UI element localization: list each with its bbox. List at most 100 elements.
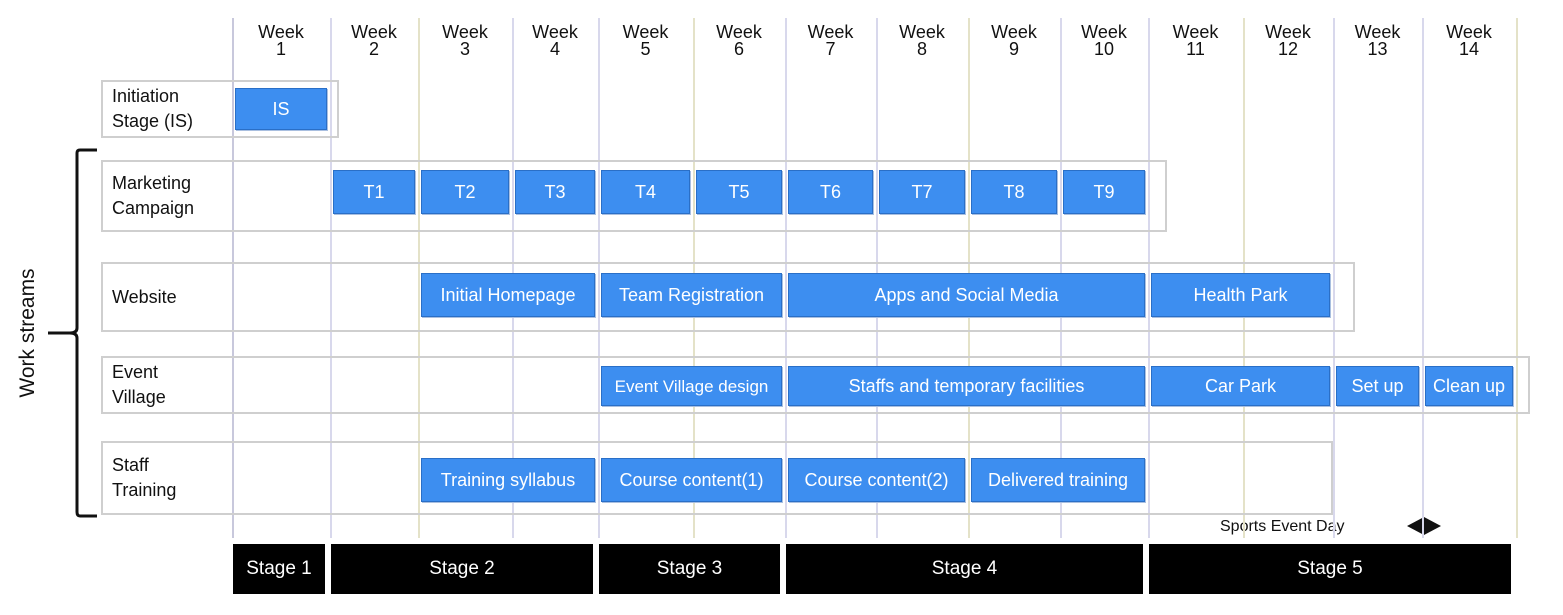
task-bar: T7 [879,170,965,214]
week-header-number: 7 [825,39,836,59]
week-header-number: 4 [549,39,560,59]
stage-bar: Stage 4 [786,544,1143,594]
week-header-word: Week [351,22,397,42]
task-bar: T4 [601,170,690,214]
week-header-number: 1 [275,39,286,59]
week-gridline [418,18,420,538]
task-bar: Clean up [1425,366,1513,406]
sports-event-day-label: Sports Event Day [1220,518,1345,535]
week-header-word: Week [716,22,762,42]
stage-bar: Stage 3 [599,544,780,594]
task-bar: Set up [1336,366,1419,406]
work-streams-label: Work streams [14,268,42,398]
week-gridline [1422,18,1424,538]
week-header-number: 2 [368,39,379,59]
week-header-word: Week [1354,22,1401,42]
week-header-number: 12 [1277,39,1299,59]
task-bar: Training syllabus [421,458,595,502]
week-header-number: 13 [1367,39,1388,59]
work-stream-row [101,356,1530,414]
week-header-word: Week [1172,22,1219,42]
work-stream-row [101,160,1167,232]
week-gridline [1516,18,1518,538]
week-header-word: Week [1265,22,1311,42]
week-header-word: Week [442,22,488,42]
task-bar: Delivered training [971,458,1145,502]
stage-bar: Stage 5 [1149,544,1511,594]
task-bar: Apps and Social Media [788,273,1145,317]
week-header-word: Week [258,22,304,42]
event-day-marker [1407,517,1441,535]
week-header-number: 11 [1186,39,1205,59]
task-bar: Initial Homepage [421,273,595,317]
week-header-number: 3 [459,39,470,59]
task-bar: Health Park [1151,273,1330,317]
task-bar: Staffs and temporary facilities [788,366,1145,406]
week-header-word: Week [1446,22,1492,42]
work-stream-row [101,441,1333,515]
week-header-word: Week [622,22,669,42]
week-header-number: 10 [1093,39,1115,59]
work-stream-label-line: Village [112,387,166,407]
work-stream-row [101,80,339,138]
task-bar: Course content(1) [601,458,782,502]
task-bar: Car Park [1151,366,1330,406]
week-header-word: Week [1081,22,1127,42]
week-gridline [598,18,600,538]
work-stream-label-line: Staff [112,455,149,475]
work-streams-bracket [48,148,97,518]
week-header-word: Week [807,22,854,42]
week-header-number: 9 [1008,39,1019,59]
week-header-word: Week [532,22,578,42]
work-stream-label-line: Marketing [112,173,192,193]
task-bar: T9 [1063,170,1145,214]
task-bar: T2 [421,170,509,214]
work-stream-label-line: Initiation [112,86,180,106]
week-gridline [785,18,787,538]
week-header-word: Week [899,22,945,42]
task-bar: Team Registration [601,273,782,317]
work-stream-label-line: Stage (IS) [112,111,194,131]
task-bar: Event Village design [601,366,782,406]
work-streams-text: Work streams [16,268,39,398]
stage-bar: Stage 2 [331,544,593,594]
work-stream-row [101,262,1355,332]
work-stream-label: Website [112,285,177,310]
week-header-number: 14 [1458,39,1480,59]
task-bar: T6 [788,170,873,214]
week-gridline [232,18,234,538]
week-gridline [1333,18,1335,538]
task-bar: T8 [971,170,1057,214]
week-header-number: 8 [916,39,927,59]
week-header-word: Week [991,22,1037,42]
stage-bar: Stage 1 [233,544,325,594]
week-gridline [330,18,332,538]
work-stream-label-line: Campaign [112,198,195,218]
task-bar: Course content(2) [788,458,965,502]
week-header-number: 6 [733,39,744,59]
task-bar: T3 [515,170,595,214]
task-bar: IS [235,88,327,130]
work-stream-label-line: Event [112,362,159,382]
week-header-number: 5 [640,39,651,59]
week-gridline [1148,18,1150,538]
